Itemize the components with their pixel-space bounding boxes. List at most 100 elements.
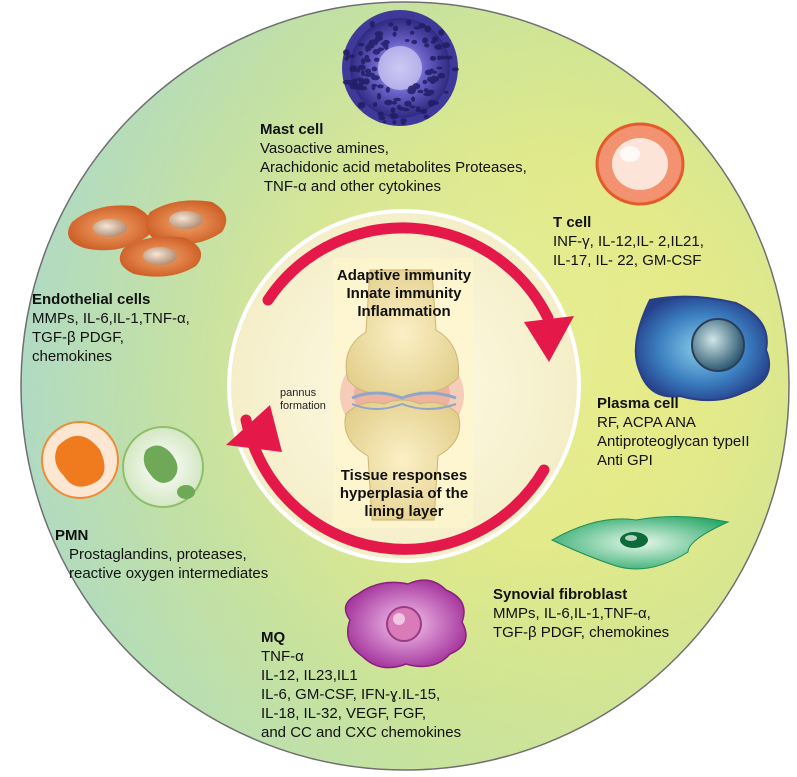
mast-granule <box>442 42 451 48</box>
mast-granule <box>371 85 376 91</box>
mast-granule <box>359 79 363 86</box>
mast-granule <box>377 111 384 117</box>
mast-granule <box>349 65 358 72</box>
mast-granule <box>372 48 381 55</box>
mast-granule <box>357 101 366 109</box>
endothelial-illustration <box>68 200 227 277</box>
mast-granule <box>391 101 398 105</box>
mast-granule <box>342 49 351 56</box>
mast-granule <box>365 58 371 63</box>
mast-granule <box>371 66 378 72</box>
mast-granule <box>390 107 396 113</box>
mast-granule <box>346 54 355 59</box>
center-bottom-line-1: Tissue responses <box>340 467 468 484</box>
arrow-head-left <box>226 405 282 452</box>
mast-granule <box>369 21 375 28</box>
fibroblast-title: Synovial fibroblast <box>493 586 628 603</box>
mast-granule <box>380 41 388 46</box>
pmn-line-2: reactive oxygen intermediates <box>69 565 269 582</box>
mast-granule <box>361 70 366 77</box>
mast-granule <box>404 100 412 107</box>
mast-cell-title: Mast cell <box>260 121 324 138</box>
fibroblast-illustration <box>550 515 730 570</box>
mast-granule <box>424 43 430 48</box>
mast-granule <box>424 25 432 33</box>
endothelial-line-3: chemokines <box>32 348 113 365</box>
plasma-cell-label: Plasma cell RF, ACPA ANA Antiproteoglyca… <box>597 394 750 470</box>
mast-granule <box>358 43 365 47</box>
center-top-text: Adaptive immunity Innate immunity Inflam… <box>304 267 504 321</box>
mast-granule <box>363 78 370 85</box>
mq-title: MQ <box>261 629 286 646</box>
mast-granule <box>376 92 382 100</box>
endothelial-label: Endothelial cells MMPs, IL-6,IL-1,TNF-α,… <box>32 290 190 366</box>
mast-granule <box>434 44 443 50</box>
fibroblast-line-1: MMPs, IL-6,IL-1,TNF-α, <box>493 605 651 622</box>
mast-granule <box>377 84 384 89</box>
center-bottom-text: Tissue responses hyperplasia of the lini… <box>304 467 504 521</box>
mast-granule <box>411 96 416 102</box>
mast-cell-label: Mast cell Vasoactive amines, Arachidonic… <box>260 120 527 196</box>
mast-cell-line-2: Arachidonic acid metabolites Proteases, <box>260 159 527 176</box>
mast-cell-illustration <box>342 10 459 126</box>
t-cell-illustration <box>595 122 685 206</box>
mast-granule <box>404 39 410 42</box>
mast-granule <box>438 29 445 36</box>
pannus-line-2: formation <box>280 400 326 412</box>
plasma-cell-line-2: Antiproteoglycan typeII <box>597 433 750 450</box>
mq-line-5: and CC and CXC chemokines <box>261 724 462 741</box>
mast-granule <box>415 106 421 113</box>
mast-granule <box>347 82 354 86</box>
mast-granule <box>388 22 394 27</box>
t-cell-line-1: INF-γ, IL-12,IL- 2,IL21, <box>553 233 704 250</box>
joint-illustration <box>340 269 464 521</box>
mast-granule <box>444 90 449 94</box>
mast-granule <box>422 79 428 85</box>
mast-granule <box>360 58 366 65</box>
cycle-arrows <box>226 222 574 555</box>
center-top-line-2: Innate immunity <box>346 285 462 302</box>
mast-granule <box>373 57 380 62</box>
mast-granule <box>409 105 416 109</box>
mq-line-1: TNF-α <box>261 648 304 665</box>
mast-granule <box>392 120 397 125</box>
mast-granule <box>420 108 428 115</box>
mast-granule <box>427 99 435 107</box>
mast-granule <box>402 107 410 112</box>
mast-granule <box>358 51 363 56</box>
endothelial-line-2: TGF-β PDGF, <box>32 329 124 346</box>
mast-granule <box>439 55 446 60</box>
t-cell-label: T cell INF-γ, IL-12,IL- 2,IL21, IL-17, I… <box>553 213 704 270</box>
mast-granule <box>373 102 378 107</box>
mast-granule <box>429 55 437 61</box>
arrow-top-right <box>262 222 554 324</box>
mast-granule <box>385 86 391 93</box>
mast-cell-line-1: Vasoactive amines, <box>260 140 389 157</box>
mast-granule <box>429 68 435 73</box>
mast-granule <box>365 68 372 74</box>
mast-granule <box>396 104 402 110</box>
arrow-head-right <box>524 316 574 362</box>
mq-line-2: IL-12, IL23,IL1 <box>261 667 358 684</box>
mast-granule <box>393 97 402 102</box>
plasma-cell-title: Plasma cell <box>597 395 679 412</box>
center-bottom-line-3: lining layer <box>364 503 444 520</box>
mast-granule <box>418 23 426 29</box>
mast-granule <box>417 89 424 94</box>
mast-granule <box>382 120 387 124</box>
pmn-title: PMN <box>55 527 89 544</box>
mast-granule <box>392 31 397 37</box>
mast-granule <box>371 39 380 43</box>
endothelial-line-1: MMPs, IL-6,IL-1,TNF-α, <box>32 310 190 327</box>
mast-granule <box>393 25 399 32</box>
mast-granule <box>451 67 459 72</box>
pmn-illustration <box>41 421 204 508</box>
center-bottom-line-2: hyperplasia of the <box>339 485 469 502</box>
mast-granule <box>437 72 446 79</box>
mast-granule <box>427 76 434 82</box>
plasma-cell-illustration <box>634 295 771 402</box>
mast-granule <box>357 64 366 71</box>
mast-granule <box>436 66 443 70</box>
